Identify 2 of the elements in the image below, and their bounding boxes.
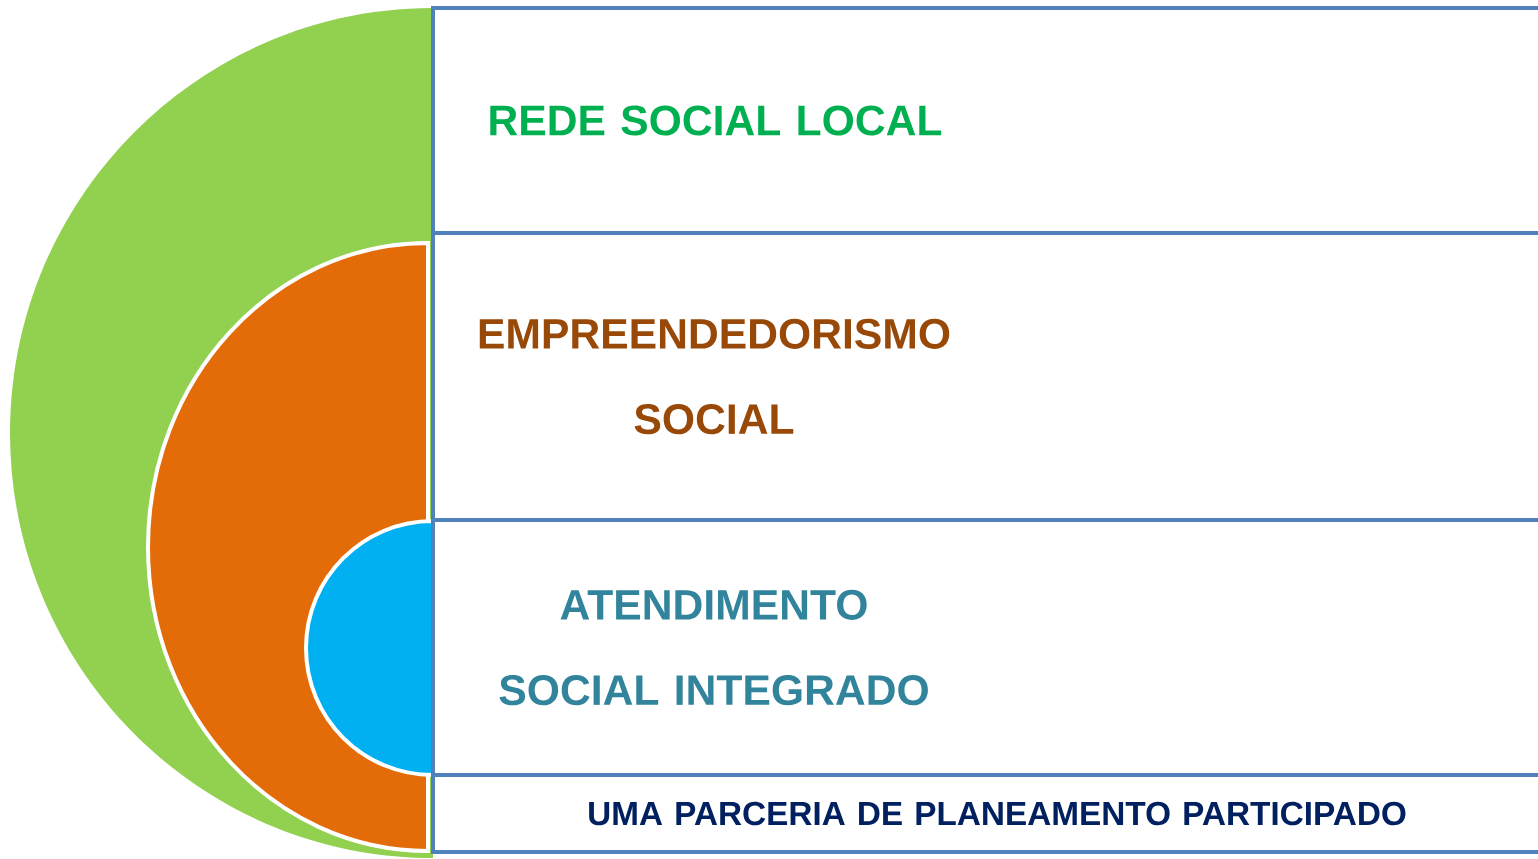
row-box: UMA PARCERIA DE PLANEAMENTO PARTICIPADO [431,773,1538,854]
row-box: REDE SOCIAL LOCAL [431,6,1538,235]
